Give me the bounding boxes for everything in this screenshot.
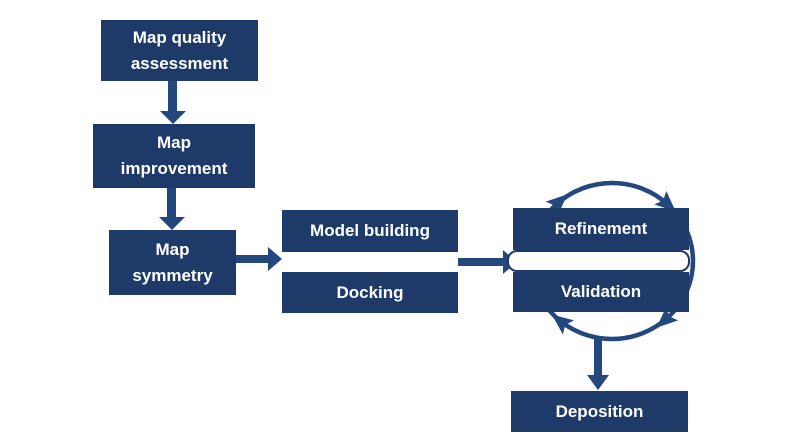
node-refinement: Refinement [513,208,689,250]
arrow-stem [236,255,268,263]
node-model-building: Model building [282,210,458,252]
arrow-stem [594,338,602,375]
arrowhead-icon [268,247,282,271]
node-map-improvement: Map improvement [93,124,255,188]
arrowhead-icon [160,111,186,124]
node-validation: Validation [513,272,689,312]
cycle-arrowhead-icon [654,190,676,212]
cycle-arrowhead-icon [551,314,574,335]
arrowhead-icon [159,217,185,230]
arrow-stem [167,188,176,217]
cycle-arrowhead-icon [656,306,679,328]
node-deposition: Deposition [511,391,688,432]
node-map-symmetry: Map symmetry [109,230,236,295]
arrow-stem [458,258,503,266]
cycle-arrowhead-icon [545,194,568,216]
refinement-validation-gap [507,250,690,272]
node-map-quality-assessment: Map quality assessment [101,20,258,81]
arrow-stem [168,81,177,111]
node-docking: Docking [282,272,458,313]
arrowhead-icon [587,375,609,390]
